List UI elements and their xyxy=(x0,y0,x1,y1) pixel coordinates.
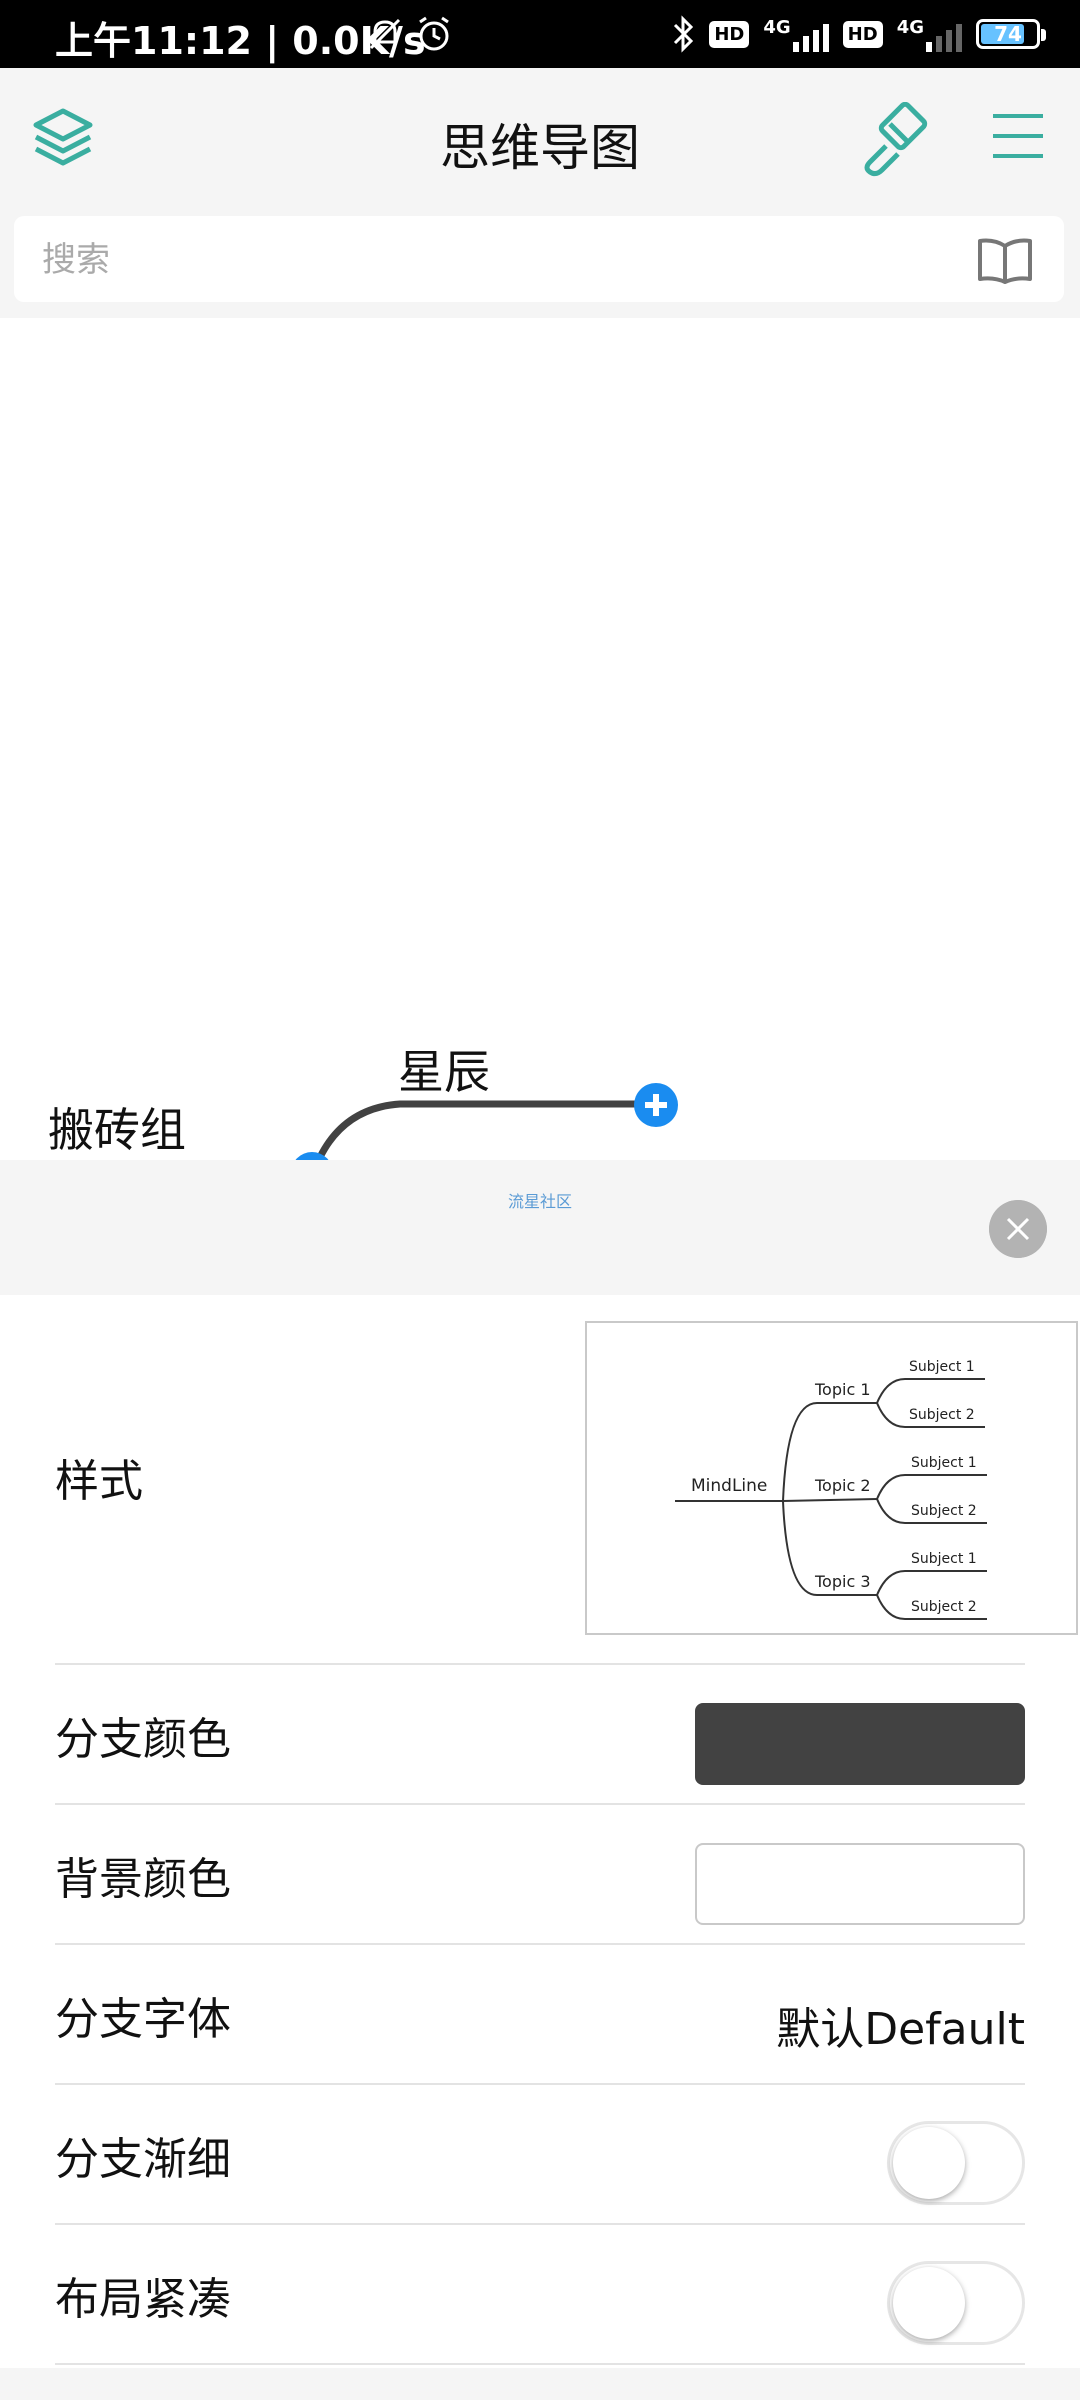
style-preview[interactable]: MindLine Topic 1 Topic 2 Topic 3 Subject… xyxy=(585,1321,1078,1635)
bottom-strip xyxy=(0,2368,1080,2400)
mindmap-node-child[interactable]: 星辰 xyxy=(398,1045,490,1099)
bluetooth-icon xyxy=(674,15,694,53)
expand-node-icon[interactable] xyxy=(289,1150,335,1160)
battery-level: 74 xyxy=(994,22,1022,46)
preview-subject: Subject 2 xyxy=(909,1407,975,1423)
alarm-icon xyxy=(419,16,449,51)
search-input[interactable] xyxy=(40,216,944,304)
bg-color-label: 背景颜色 xyxy=(55,1854,231,1905)
close-icon[interactable] xyxy=(989,1200,1047,1258)
preview-subject: Subject 1 xyxy=(911,1551,977,1567)
network-type: 4G xyxy=(763,16,791,38)
branch-taper-row: 分支渐细 xyxy=(55,2083,1025,2225)
mindmap-branches xyxy=(314,1100,656,1160)
status-bar: 上午11:12 | 0.0K/s HD 4G HD 4G 74 xyxy=(0,0,1080,68)
toggle-knob xyxy=(893,2267,965,2339)
style-settings-panel: 样式 MindLine Topic 1 Topic 2 Topic 3 Subj… xyxy=(0,1295,1080,2400)
add-node-icon[interactable] xyxy=(633,1082,679,1128)
compact-layout-label: 布局紧凑 xyxy=(55,2274,231,2325)
toggle-knob xyxy=(893,2127,965,2199)
branch-font-value[interactable]: 默认Default xyxy=(776,2004,1025,2055)
preview-subject: Subject 1 xyxy=(909,1359,975,1375)
status-icons: HD 4G HD 4G 74 xyxy=(671,12,1046,56)
menu-icon[interactable] xyxy=(990,108,1046,164)
hd-badge: HD xyxy=(709,20,750,48)
branch-color-label: 分支颜色 xyxy=(55,1714,231,1765)
compact-layout-toggle[interactable] xyxy=(887,2261,1025,2345)
bg-color-swatch[interactable] xyxy=(695,1843,1025,1925)
preview-topic: Topic 3 xyxy=(814,1572,871,1591)
bell-muted-icon xyxy=(369,18,401,50)
preview-root: MindLine xyxy=(691,1476,767,1496)
style-preview-diagram: MindLine Topic 1 Topic 2 Topic 3 Subject… xyxy=(675,1359,987,1620)
status-time: 上午11:12 | 0.0K/s xyxy=(55,19,426,63)
branch-color-swatch[interactable] xyxy=(695,1703,1025,1785)
preview-subject: Subject 2 xyxy=(911,1599,977,1615)
book-icon[interactable] xyxy=(976,236,1034,284)
compact-layout-row: 布局紧凑 xyxy=(55,2223,1025,2365)
style-row: 样式 MindLine Topic 1 Topic 2 Topic 3 Subj… xyxy=(55,1295,1078,1665)
branch-font-label: 分支字体 xyxy=(55,1994,231,2045)
style-label: 样式 xyxy=(55,1456,143,1507)
battery-icon: 74 xyxy=(976,19,1046,49)
preview-topic: Topic 2 xyxy=(814,1476,871,1495)
search-bar xyxy=(14,216,1064,304)
signal-strength-icon xyxy=(926,20,962,52)
mindmap-canvas[interactable]: 搬砖组 星辰 xyxy=(0,318,1080,1160)
branch-font-row[interactable]: 分支字体 默认Default xyxy=(55,1943,1025,2085)
branch-color-row[interactable]: 分支颜色 xyxy=(55,1663,1025,1805)
branch-taper-label: 分支渐细 xyxy=(55,2134,231,2185)
network-type: 4G xyxy=(896,16,924,38)
hd-badge: HD xyxy=(842,20,883,48)
bg-color-row[interactable]: 背景颜色 xyxy=(55,1803,1025,1945)
preview-subject: Subject 2 xyxy=(911,1503,977,1519)
layers-icon[interactable] xyxy=(28,103,98,173)
ad-text: 流星社区 xyxy=(507,1192,572,1211)
signal-strength-icon xyxy=(792,20,829,52)
paint-brush-icon[interactable] xyxy=(856,102,932,178)
preview-topic: Topic 1 xyxy=(814,1380,871,1399)
mindmap-node-root[interactable]: 搬砖组 xyxy=(48,1103,186,1157)
ad-banner[interactable]: 流星社区 xyxy=(0,1160,1080,1295)
app-header: 思维导图 xyxy=(0,68,1080,318)
page-title: 思维导图 xyxy=(440,119,640,177)
branch-taper-toggle[interactable] xyxy=(887,2121,1025,2205)
preview-subject: Subject 1 xyxy=(911,1455,977,1471)
